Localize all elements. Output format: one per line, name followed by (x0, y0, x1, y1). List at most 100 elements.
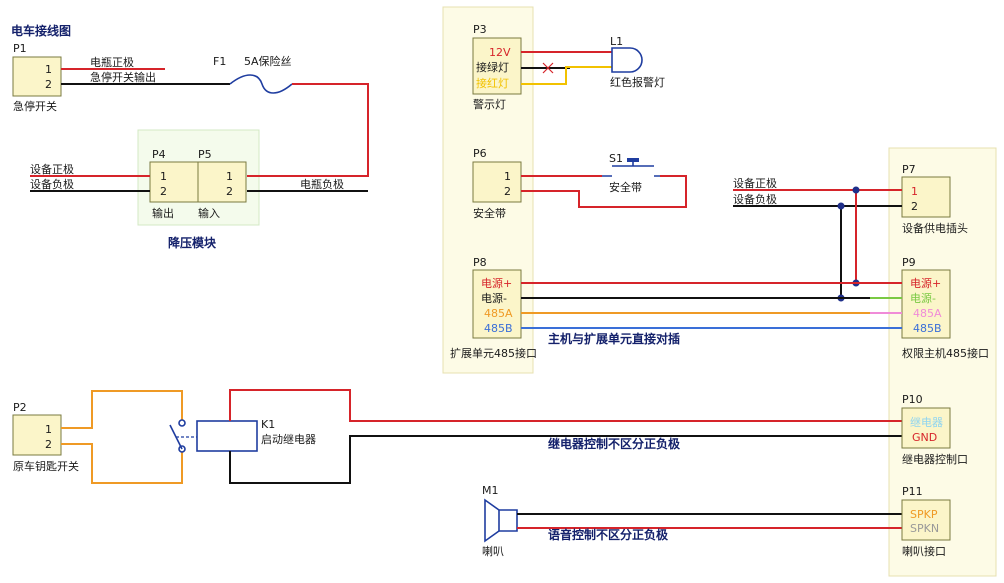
p1-name: 急停开关 (13, 99, 57, 113)
net-label-p4-device-neg: 设备负极 (30, 177, 74, 191)
p4-name: 输出 (152, 206, 174, 220)
wire-p3-red-light (521, 66, 612, 85)
p9-pin-485a: 485A (913, 307, 942, 320)
p10-ref: P10 (902, 393, 923, 406)
p10-pin-relay: 继电器 (910, 416, 943, 429)
p7-pin-2: 2 (911, 200, 918, 213)
p3-pin-green: 接绿灯 (476, 60, 509, 74)
k1-ref: K1 (261, 418, 275, 431)
p11-pin-spkn: SPKN (910, 522, 939, 535)
relay-contact-bottom (178, 445, 186, 453)
p7-pin-1: 1 (911, 185, 918, 198)
junction-dot (852, 186, 860, 194)
connector-p11 (901, 499, 951, 541)
p3-ref: P3 (473, 23, 487, 36)
relay-k1-coil (196, 420, 258, 452)
f1-ref: F1 (213, 55, 226, 68)
p1-ref: P1 (13, 42, 27, 55)
wire-k1-gnd (229, 435, 902, 484)
p5-name: 输入 (198, 206, 220, 220)
s1-name: 安全带 (609, 180, 642, 194)
p3-name: 警示灯 (473, 97, 506, 111)
p6-ref: P6 (473, 147, 487, 160)
connector-p4 (149, 161, 199, 203)
connector-p5 (197, 161, 247, 203)
relay-note: 继电器控制不区分正负极 (548, 436, 681, 451)
l1-name: 红色报警灯 (610, 75, 665, 89)
p8-pin-485a: 485A (484, 307, 513, 320)
no-connect-mark (542, 62, 554, 74)
p5-ref: P5 (198, 148, 212, 161)
p4-pin-2: 2 (160, 185, 167, 198)
p10-pin-gnd: GND (912, 431, 937, 444)
p10-name: 继电器控制口 (902, 452, 968, 466)
m1-ref: M1 (482, 484, 499, 497)
wire-k1-relay (229, 389, 902, 422)
l1-ref: L1 (610, 35, 623, 48)
p9-pin-485b: 485B (913, 322, 942, 335)
p11-pin-spkp: SPKP (910, 508, 938, 521)
p8-pin-485b: 485B (484, 322, 513, 335)
net-label-p7-neg: 设备负极 (733, 192, 777, 206)
p2-name: 原车钥匙开关 (13, 459, 79, 473)
connector-p7 (901, 176, 951, 218)
step-down-module-label: 降压模块 (168, 235, 217, 250)
speaker-m1-cone (484, 498, 500, 543)
p11-name: 喇叭接口 (902, 544, 946, 558)
p6-pin-1: 1 (504, 170, 511, 183)
connector-p6 (472, 161, 522, 203)
diagram-title: 电车接线图 (11, 23, 71, 38)
net-label-battery-neg: 电瓶负极 (300, 177, 344, 191)
p4-ref: P4 (152, 148, 166, 161)
p9-pin-neg: 电源- (910, 291, 936, 305)
s1-ref: S1 (609, 152, 623, 165)
p3-pin-red: 接红灯 (476, 77, 509, 90)
p5-pin-2: 2 (226, 185, 233, 198)
lamp-l1-symbol (611, 47, 643, 73)
net-label-p7-pos: 设备正极 (733, 176, 777, 190)
p5-pin-1: 1 (226, 170, 233, 183)
connector-p3 (472, 37, 522, 95)
p9-ref: P9 (902, 256, 916, 269)
junction-dot (837, 202, 845, 210)
p2-ref: P2 (13, 401, 27, 414)
p8-pin-pos: 电源+ (481, 276, 512, 290)
p11-ref: P11 (902, 485, 923, 498)
p1-pin-1: 1 (45, 63, 52, 76)
p2-pin-2: 2 (45, 438, 52, 451)
p8-ref: P8 (473, 256, 487, 269)
p7-name: 设备供电插头 (902, 221, 968, 235)
wire-p2-pin2 (61, 443, 183, 484)
p3-pin-12v: 12V (489, 46, 511, 59)
connector-p10 (901, 407, 951, 449)
p9-name: 权限主机485接口 (902, 346, 989, 360)
p6-name: 安全带 (473, 206, 506, 220)
p8-pin-neg: 电源- (481, 291, 507, 305)
f1-name: 5A保险丝 (244, 54, 292, 68)
connector-p9 (901, 269, 951, 339)
p7-ref: P7 (902, 163, 916, 176)
switch-s1-symbol (602, 160, 660, 177)
k1-name: 启动继电器 (261, 433, 316, 446)
wire-p6-pin2-loop (521, 175, 687, 208)
p9-pin-pos: 电源+ (910, 276, 941, 290)
p2-pin-1: 1 (45, 423, 52, 436)
p6-pin-2: 2 (504, 185, 511, 198)
wire-p2-pin1 (61, 390, 183, 429)
fuse-f1-symbol (229, 74, 293, 94)
connector-p2 (12, 414, 62, 456)
connector-p8 (472, 269, 522, 339)
m1-name: 喇叭 (482, 544, 504, 558)
connector-p1 (12, 56, 62, 97)
p8-name: 扩展单元485接口 (450, 346, 537, 360)
net-label-battery-pos: 电瓶正极 (90, 55, 134, 69)
p4-pin-1: 1 (160, 170, 167, 183)
wire-fuse-to-p5 (247, 83, 369, 177)
direct-plug-label: 主机与扩展单元直接对插 (548, 331, 680, 346)
p1-pin-2: 2 (45, 78, 52, 91)
switch-s1-button (627, 158, 639, 162)
relay-contact-top (178, 419, 186, 427)
net-label-p4-device-pos: 设备正极 (30, 162, 74, 176)
net-label-estop-output: 急停开关输出 (90, 70, 156, 84)
